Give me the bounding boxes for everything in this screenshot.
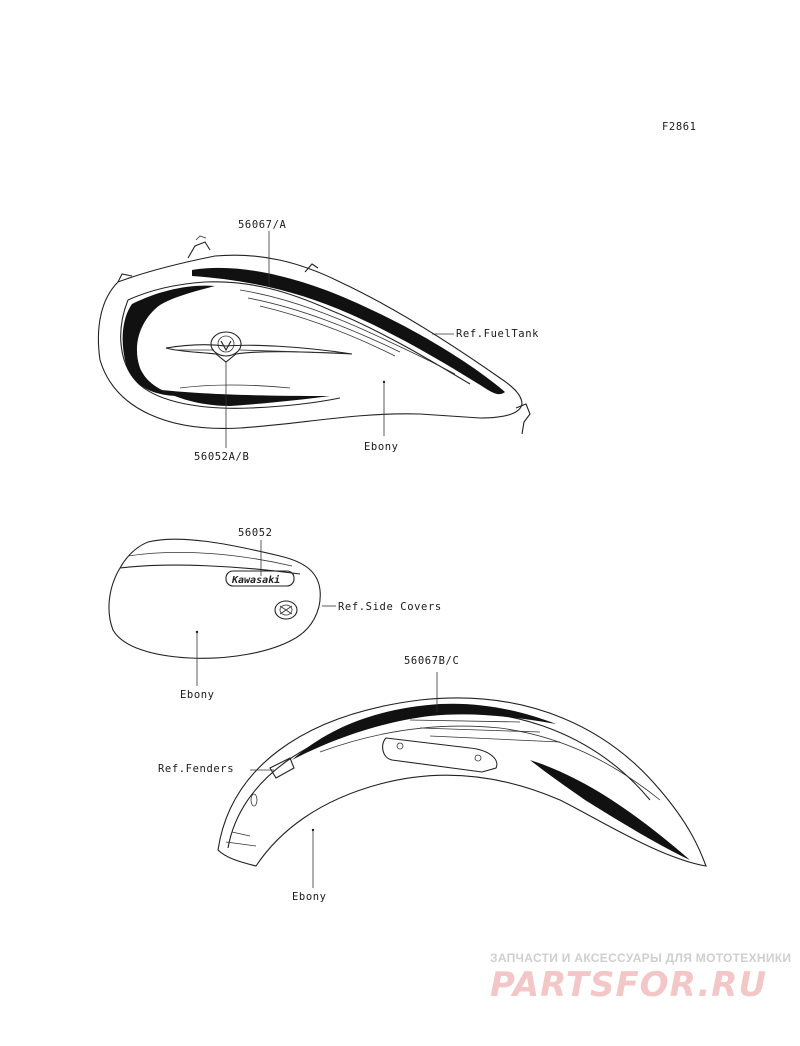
fender-stripe-part-number: 56067B/C — [404, 655, 459, 667]
side-cover-drawing: Kawasaki — [108, 538, 321, 659]
kawasaki-emblem: Kawasaki — [231, 574, 280, 586]
watermark-tagline: ЗАПЧАСТИ И АКСЕССУАРЫ ДЛЯ МОТОТЕХНИКИ — [490, 951, 791, 965]
side-cover-ref-label: Ref.Side Covers — [338, 601, 442, 613]
fuel-tank-ref-label: Ref.FuelTank — [456, 328, 539, 340]
fuel-tank-color-label: Ebony — [364, 441, 399, 453]
watermark-brand: PARTSFOR.RU — [490, 965, 767, 1005]
side-cover-color-label: Ebony — [180, 689, 215, 701]
fender-drawing — [217, 697, 707, 867]
fender-ref-label: Ref.Fenders — [158, 763, 234, 775]
fuel-tank-stripe-part-number: 56067/A — [238, 219, 287, 231]
side-cover-emblem-part-number: 56052 — [238, 527, 273, 539]
fuel-tank-drawing — [97, 235, 531, 435]
fuel-tank-emblem-part-number: 56052A/B — [194, 451, 249, 463]
fender-color-label: Ebony — [292, 891, 327, 903]
figure-code: F2861 — [662, 121, 697, 133]
